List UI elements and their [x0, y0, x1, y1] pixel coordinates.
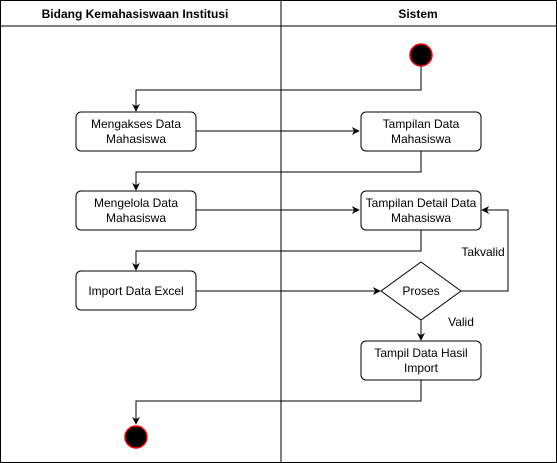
end-node — [124, 425, 148, 449]
decision-proses-label: Proses — [402, 284, 439, 298]
edge-hasil-to-end — [132, 380, 422, 425]
activity-detail-line2: Mahasiswa — [391, 211, 451, 225]
start-node — [409, 43, 433, 67]
activity-mengelola-line2: Mahasiswa — [106, 211, 166, 225]
activity-hasil-line1: Tampil Data Hasil — [374, 346, 467, 360]
lane-title-bidang: Bidang Kemahasiswaan Institusi — [42, 7, 229, 21]
activity-mengelola-line1: Mengelola Data — [94, 196, 178, 210]
decision-proses — [380, 261, 462, 321]
activity-tampilan-line1: Tampilan Data — [383, 117, 460, 131]
activity-tampilan-detail — [360, 190, 482, 231]
edge-tampilan-to-kelola — [132, 151, 422, 191]
edge-start-to-akses — [132, 66, 422, 112]
edge-detail-to-import — [132, 230, 422, 271]
activity-import-data — [75, 270, 197, 311]
activity-tampil-hasil — [360, 340, 482, 381]
edge-label-takvalid: Takvalid — [461, 245, 504, 259]
activity-mengakses-line2: Mahasiswa — [106, 132, 166, 146]
lane-title-sistem: Sistem — [398, 7, 437, 21]
activity-tampilan-data — [360, 111, 482, 152]
activity-detail-line1: Tampilan Detail Data — [366, 196, 477, 210]
edge-proses-takvalid — [461, 206, 509, 292]
activity-tampilan-line2: Mahasiswa — [391, 132, 451, 146]
activity-hasil-line2: Import — [404, 361, 439, 375]
activity-import-label: Import Data Excel — [88, 284, 183, 298]
activity-mengakses-data — [75, 111, 197, 152]
edge-label-valid: Valid — [448, 315, 474, 329]
activity-mengakses-line1: Mengakses Data — [91, 117, 181, 131]
activity-mengelola-data — [75, 190, 197, 231]
